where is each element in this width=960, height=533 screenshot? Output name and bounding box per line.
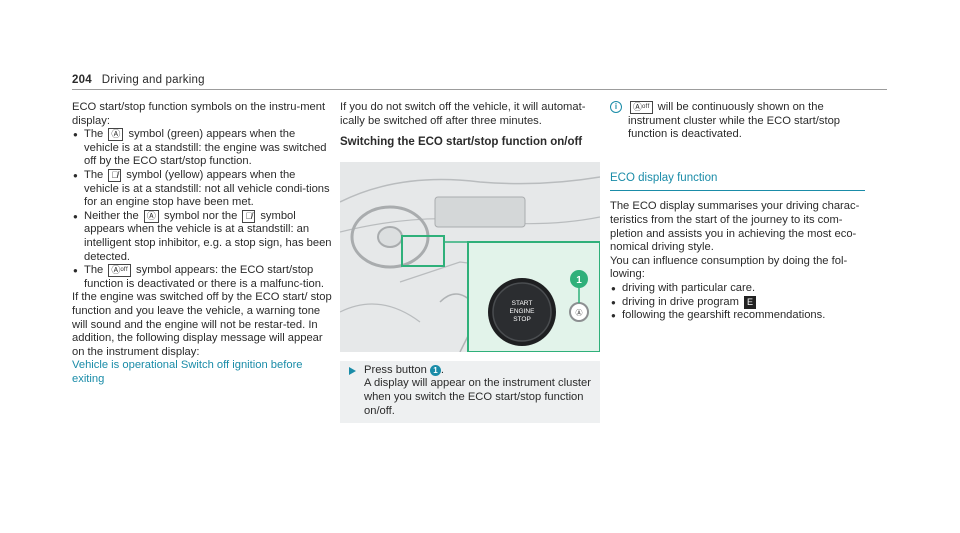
step-text: Press button	[364, 363, 427, 376]
section-heading: ECO display function	[610, 172, 865, 192]
subheading: Switching the ECO start/stop function on…	[340, 136, 583, 149]
callout-badge: 1	[429, 364, 441, 376]
page-number: 204	[72, 74, 92, 86]
eco-display-paragraph: The ECO display summarises your driving …	[610, 200, 860, 254]
eco-off-icon: Ⓐᵒᶠᶠ	[108, 264, 131, 278]
bullet-text: symbol (yellow) appears when the vehicle…	[84, 168, 330, 209]
display-message: Vehicle is operational Switch off igniti…	[72, 359, 303, 385]
step-result: A display will appear on the instrument …	[364, 377, 591, 417]
header-rule	[72, 89, 887, 90]
button-label-stop: STOP	[513, 316, 531, 323]
auto-off-paragraph: If you do not switch off the vehicle, it…	[340, 101, 586, 127]
step-arrow-icon	[349, 366, 356, 375]
column-2: If you do not switch off the vehicle, it…	[340, 101, 600, 424]
bullet-text: symbol appears: the ECO start/stop funct…	[84, 264, 325, 290]
bullet-text: The	[84, 168, 104, 181]
eco-button-symbol: Ⓐ	[576, 309, 583, 317]
bullet-text: symbol (green) appears when the vehicle …	[84, 128, 327, 168]
info-note: i Ⓐᵒᶠᶠ will be continuously shown on the…	[610, 101, 870, 142]
eco-not-ready-icon: Ⓐ̸	[108, 168, 122, 182]
info-icon: i	[610, 101, 622, 113]
section-title: Driving and parking	[101, 74, 205, 86]
callout-number: 1	[576, 275, 582, 286]
instruction-step: Press button 1. A display will appear on…	[340, 360, 600, 424]
bullet-text: driving with particular care.	[622, 281, 756, 294]
eco-active-icon: Ⓐ	[108, 128, 124, 142]
eco-active-icon: Ⓐ	[143, 209, 159, 223]
button-label-start: START	[512, 300, 533, 307]
bullet-text: The	[84, 264, 104, 277]
bullet-text: The	[84, 128, 104, 141]
list-item: driving in drive program E	[610, 295, 870, 310]
bullet-text: Neither the	[84, 209, 139, 222]
bullet-text: symbol appears when the vehicle is at a …	[84, 209, 332, 263]
info-text: will be continuously shown on the instru…	[628, 101, 841, 141]
drive-program-e-icon: E	[744, 295, 757, 309]
intro-text: ECO start/stop function symbols on the i…	[72, 101, 326, 127]
list-item: The Ⓐ̸ symbol (yellow) appears when the …	[72, 168, 332, 210]
cockpit-drawing: START ENGINE STOP Ⓐ 1	[340, 161, 600, 352]
list-item: following the gearshift recommendations.	[610, 309, 870, 323]
eco-not-ready-icon: Ⓐ̸	[242, 209, 256, 223]
list-item: The Ⓐ symbol (green) appears when the ve…	[72, 128, 332, 169]
button-label-engine: ENGINE	[510, 308, 536, 315]
warning-paragraph: If the engine was switched off by the EC…	[72, 291, 332, 358]
eco-off-icon: Ⓐᵒᶠᶠ	[630, 101, 653, 114]
bullet-text: following the gearshift recommendations.	[622, 309, 826, 322]
bullet-text: symbol nor the	[163, 209, 238, 222]
list-item: The Ⓐᵒᶠᶠ symbol appears: the ECO start/s…	[72, 264, 332, 291]
column-1: ECO start/stop function symbols on the i…	[72, 101, 332, 386]
list-item: driving with particular care.	[610, 282, 870, 296]
cockpit-illustration: START ENGINE STOP Ⓐ 1	[340, 161, 600, 352]
column-3: i Ⓐᵒᶠᶠ will be continuously shown on the…	[610, 101, 870, 323]
page-header: 204 Driving and parking	[72, 74, 205, 86]
bullet-text: driving in drive program	[622, 295, 739, 308]
step-punct: .	[440, 363, 445, 376]
list-item: Neither the Ⓐ symbol nor the Ⓐ̸ symbol a…	[72, 209, 332, 264]
influence-paragraph: You can influence consumption by doing t…	[610, 254, 848, 281]
